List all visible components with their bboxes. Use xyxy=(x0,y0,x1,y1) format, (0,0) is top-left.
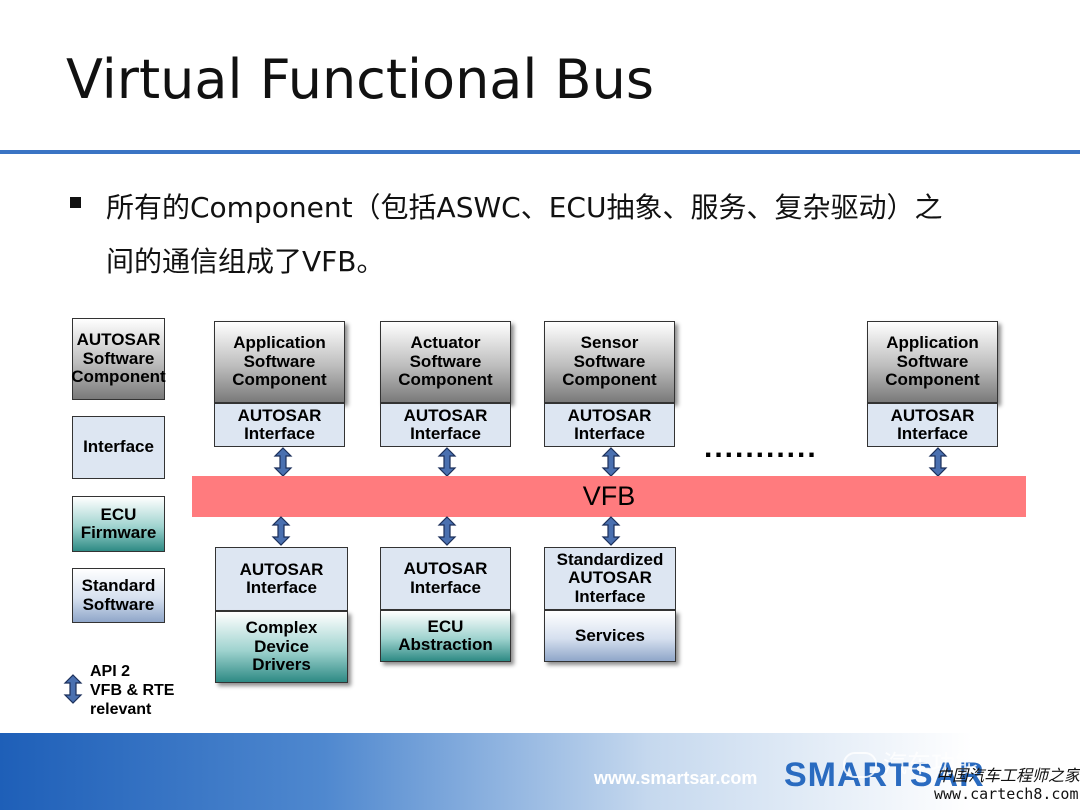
arrow-up-down-icon xyxy=(437,447,457,477)
watermark-account: 汽车功能安全 xyxy=(843,744,1027,779)
bottom-interface-2: AUTOSAR Interface xyxy=(380,547,511,610)
top-component-3: Sensor Software Component xyxy=(544,321,675,403)
top-component-2: Actuator Software Component xyxy=(380,321,511,403)
arrow-up-down-icon xyxy=(601,516,621,546)
arrow-up-down-icon xyxy=(928,447,948,477)
top-interface-2: AUTOSAR Interface xyxy=(380,403,511,447)
bottom-module-services: Services xyxy=(544,610,676,662)
top-interface-1: AUTOSAR Interface xyxy=(214,403,345,447)
top-interface-3: AUTOSAR Interface xyxy=(544,403,675,447)
vfb-bus: VFB xyxy=(192,476,1026,517)
legend-ecu-firmware: ECU Firmware xyxy=(72,496,165,552)
wechat-icon xyxy=(843,752,877,778)
arrow-up-down-icon xyxy=(273,447,293,477)
arrow-up-down-icon xyxy=(271,516,291,546)
smartsar-logo: SMARTSAR xyxy=(784,756,985,794)
title-divider xyxy=(0,150,1080,154)
footer-url: www.smartsar.com xyxy=(594,768,758,788)
legend-standard-software: Standard Software xyxy=(72,568,165,623)
arrow-up-down-icon xyxy=(601,447,621,477)
bottom-module-complex-device-drivers: Complex Device Drivers xyxy=(215,611,348,683)
top-component-1: Application Software Component xyxy=(214,321,345,403)
top-interface-4: AUTOSAR Interface xyxy=(867,403,998,447)
legend-arrow-icon xyxy=(63,674,83,704)
watermark-site-url: www.cartech8.com xyxy=(934,785,1079,803)
legend-interface: Interface xyxy=(72,416,165,479)
ellipsis: ........... xyxy=(704,431,818,464)
page-title: Virtual Functional Bus xyxy=(66,48,654,111)
footer-band xyxy=(0,733,1080,810)
watermark-site-name: 中国汽车工程师之家 xyxy=(936,766,1080,785)
bottom-interface-1: AUTOSAR Interface xyxy=(215,547,348,611)
legend-api-note: API 2 VFB & RTE relevant xyxy=(90,663,175,718)
watermark-account-text: 汽车功能安全 xyxy=(883,750,1027,778)
bottom-module-ecu-abstraction: ECU Abstraction xyxy=(380,610,511,662)
bullet-marker xyxy=(70,197,81,208)
arrow-up-down-icon xyxy=(437,516,457,546)
top-component-4: Application Software Component xyxy=(867,321,998,403)
bullet-text-line-2: 间的通信组成了VFB。 xyxy=(106,245,385,278)
legend-software-component: AUTOSAR Software Component xyxy=(71,318,166,400)
bottom-interface-3: Standardized AUTOSAR Interface xyxy=(544,547,676,610)
bullet-text-line-1: 所有的Component（包括ASWC、ECU抽象、服务、复杂驱动）之 xyxy=(106,191,943,224)
